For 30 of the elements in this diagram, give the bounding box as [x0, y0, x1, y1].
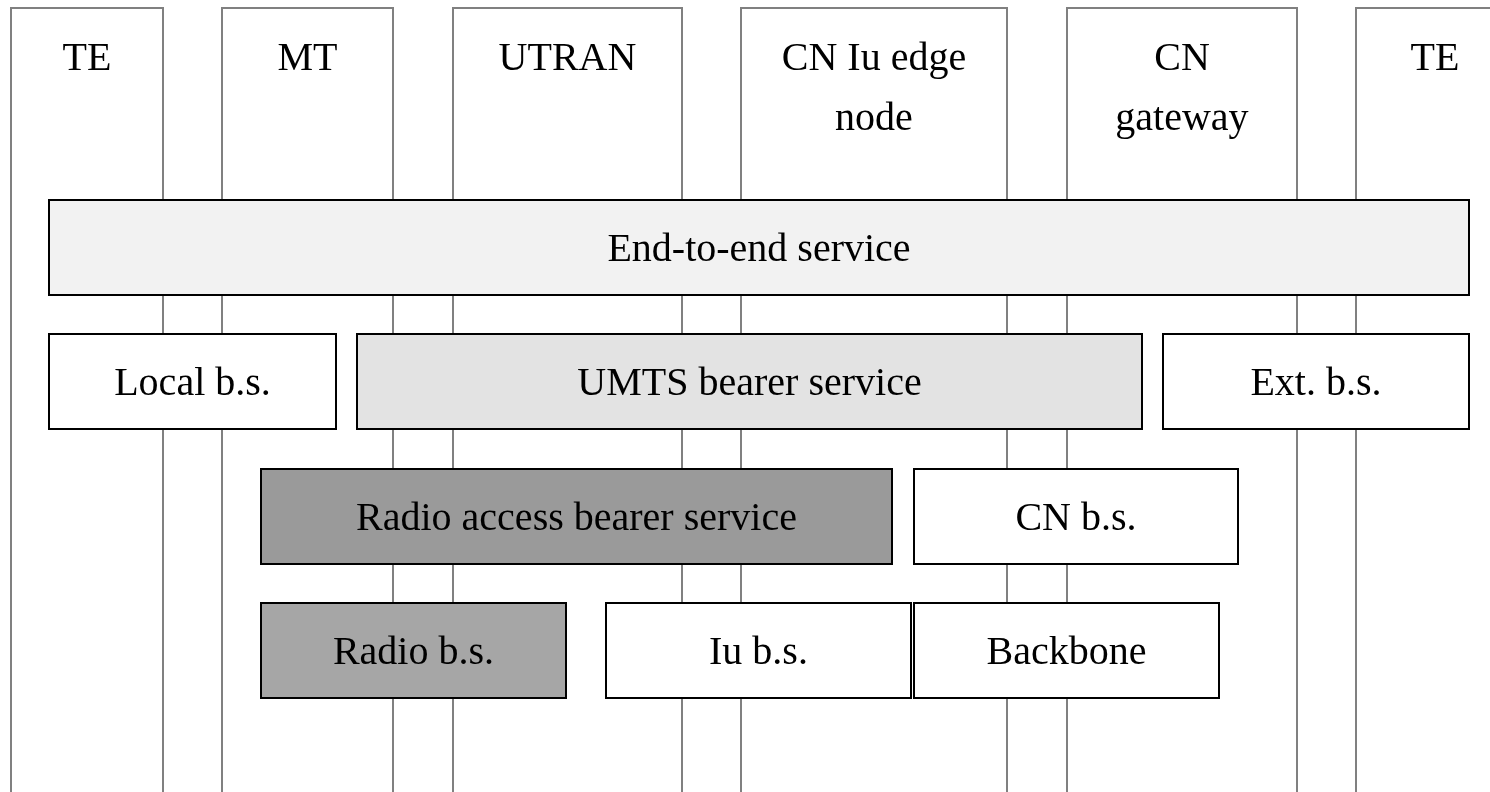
service-label: Radio access bearer service	[356, 493, 797, 540]
service-box	[260, 468, 893, 565]
service-box	[1162, 333, 1470, 430]
service-box	[48, 199, 1470, 296]
service-box	[260, 602, 567, 699]
service-box	[356, 333, 1143, 430]
service-label: Local b.s.	[114, 358, 271, 405]
service-box	[48, 333, 337, 430]
service-label: Backbone	[986, 627, 1147, 674]
column-heading: CN Iu edge node	[780, 33, 968, 141]
column-band	[1066, 7, 1298, 199]
service-label: UMTS bearer service	[577, 358, 922, 405]
column-heading: CN gateway	[1114, 33, 1250, 141]
column-heading: MT	[277, 33, 338, 81]
column-heading: UTRAN	[498, 33, 637, 81]
column-band	[740, 7, 1008, 199]
service-label: End-to-end service	[607, 224, 911, 271]
column-heading: TE	[1410, 33, 1460, 81]
column-heading: TE	[62, 33, 112, 81]
service-box	[913, 602, 1220, 699]
service-label: Iu b.s.	[709, 627, 808, 674]
service-box	[913, 468, 1239, 565]
service-box	[605, 602, 912, 699]
service-label: Ext. b.s.	[1250, 358, 1382, 405]
service-label: Radio b.s.	[332, 627, 495, 674]
column-band	[10, 7, 164, 199]
column-band	[1355, 7, 1490, 199]
column-band	[452, 7, 683, 199]
service-label: CN b.s.	[1015, 493, 1137, 540]
column-band	[221, 7, 394, 199]
